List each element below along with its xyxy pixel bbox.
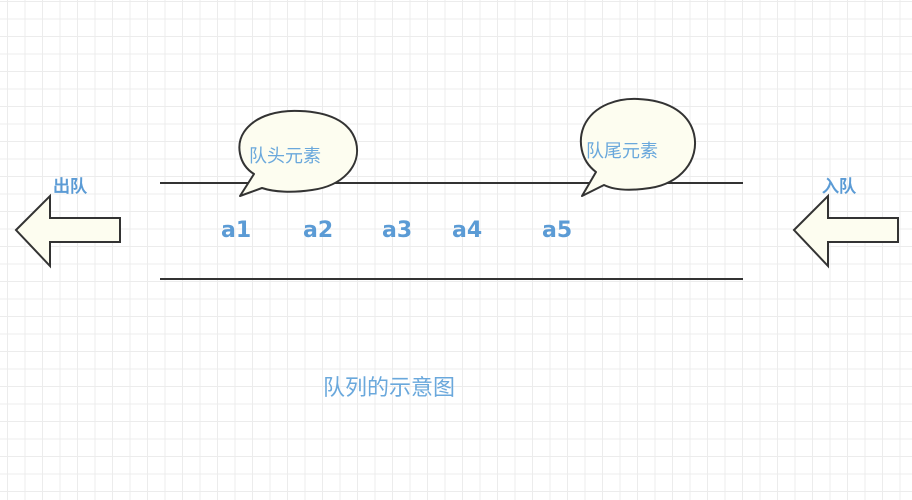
dequeue-arrow-icon	[14, 193, 121, 269]
queue-element-a1: a1	[221, 218, 252, 243]
queue-top-line	[160, 182, 743, 184]
enqueue-arrow-icon	[792, 193, 899, 269]
tail-speech-bubble-icon	[579, 97, 697, 197]
queue-element-a3: a3	[382, 218, 413, 243]
head-speech-bubble-icon	[238, 109, 359, 197]
head-bubble-label: 队头元素	[249, 146, 321, 167]
enqueue-label: 入队	[822, 177, 856, 197]
queue-bottom-line	[160, 278, 743, 280]
dequeue-label: 出队	[53, 177, 87, 197]
queue-element-a5: a5	[542, 218, 573, 243]
tail-bubble-label: 队尾元素	[586, 141, 658, 162]
queue-element-a2: a2	[303, 218, 334, 243]
diagram-title: 队列的示意图	[323, 376, 456, 401]
queue-element-a4: a4	[452, 218, 483, 243]
